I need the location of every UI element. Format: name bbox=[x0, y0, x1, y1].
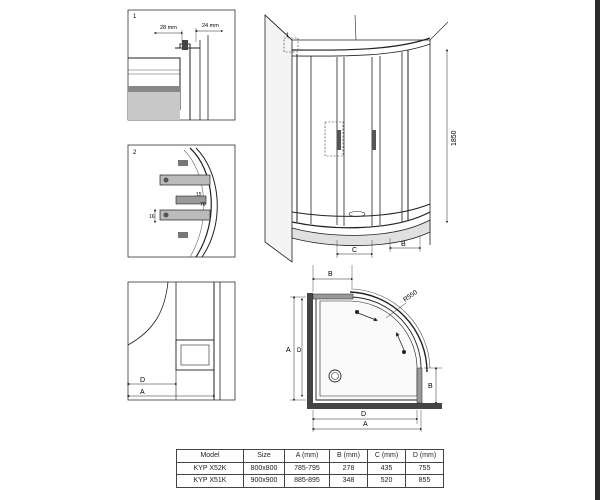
table-cell: 755 bbox=[405, 461, 444, 475]
header-model: Model bbox=[176, 449, 244, 463]
table-cell: 785-795 bbox=[284, 461, 330, 475]
detail-2-number: 2 bbox=[133, 150, 137, 156]
table-cell: KYP X52K bbox=[176, 461, 244, 475]
detail-1-dim-24: 24 mm bbox=[202, 23, 219, 29]
header-c: C (mm) bbox=[367, 449, 406, 463]
detail-2-label-15: 15 bbox=[196, 192, 202, 198]
detail-3: D A bbox=[126, 281, 236, 401]
header-d: D (mm) bbox=[405, 449, 444, 463]
table-row: KYP X51K 900x900 885-895 348 520 855 bbox=[176, 474, 444, 488]
plan-label-d-left: D bbox=[297, 348, 302, 354]
detail-2: 2 15 70 16 bbox=[127, 144, 236, 258]
table-cell: KYP X51K bbox=[176, 474, 244, 488]
table-cell: 348 bbox=[329, 474, 368, 488]
elevation-label-c: C bbox=[352, 247, 357, 254]
table-cell: 900x900 bbox=[243, 474, 285, 488]
detail-1-dim-28: 28 mm bbox=[160, 25, 177, 31]
table-row: KYP X52K 800x800 785-795 278 435 755 bbox=[176, 461, 444, 475]
detail-1-frame bbox=[127, 9, 236, 121]
table-cell: 800x800 bbox=[243, 461, 285, 475]
detail-2-label-70: 70 bbox=[200, 202, 206, 208]
table-cell: 885-895 bbox=[284, 474, 330, 488]
table-header-row: Model Size A (mm) B (mm) C (mm) D (mm) bbox=[176, 449, 444, 463]
elevation-callout-box bbox=[324, 121, 344, 157]
detail-1: 1 28 mm 24 mm bbox=[127, 9, 236, 121]
plan-label-a-bottom: A bbox=[363, 421, 368, 428]
detail-2-label-16: 16 bbox=[149, 214, 155, 220]
detail-3-frame bbox=[127, 281, 236, 401]
detail-3-label-a: A bbox=[140, 389, 145, 396]
plan-label-a: A bbox=[286, 347, 291, 354]
header-size: Size bbox=[243, 449, 285, 463]
elevation-view: 1 1850 C B bbox=[264, 14, 458, 263]
plan-label-d: D bbox=[361, 411, 366, 418]
table-cell: 278 bbox=[329, 461, 368, 475]
header-b: B (mm) bbox=[329, 449, 368, 463]
elevation-callout-number: 1 bbox=[286, 33, 290, 39]
header-a: A (mm) bbox=[284, 449, 330, 463]
detail-3-label-d: D bbox=[140, 377, 145, 384]
plan-view: R550 B A D B D A bbox=[286, 265, 442, 432]
detail-1-number: 1 bbox=[133, 14, 137, 20]
plan-label-b-top: B bbox=[328, 271, 333, 278]
plan-label-b-right: B bbox=[428, 383, 433, 390]
table-cell: 520 bbox=[367, 474, 406, 488]
elevation-label-b: B bbox=[401, 241, 406, 248]
detail-2-frame bbox=[127, 144, 236, 258]
table-cell: 435 bbox=[367, 461, 406, 475]
spec-table: Model Size A (mm) B (mm) C (mm) D (mm) K… bbox=[176, 449, 444, 488]
plan-radius-label: R550 bbox=[402, 289, 419, 304]
right-edge-bar bbox=[595, 0, 600, 500]
elevation-height-label: 1850 bbox=[451, 130, 458, 146]
table-cell: 855 bbox=[405, 474, 444, 488]
